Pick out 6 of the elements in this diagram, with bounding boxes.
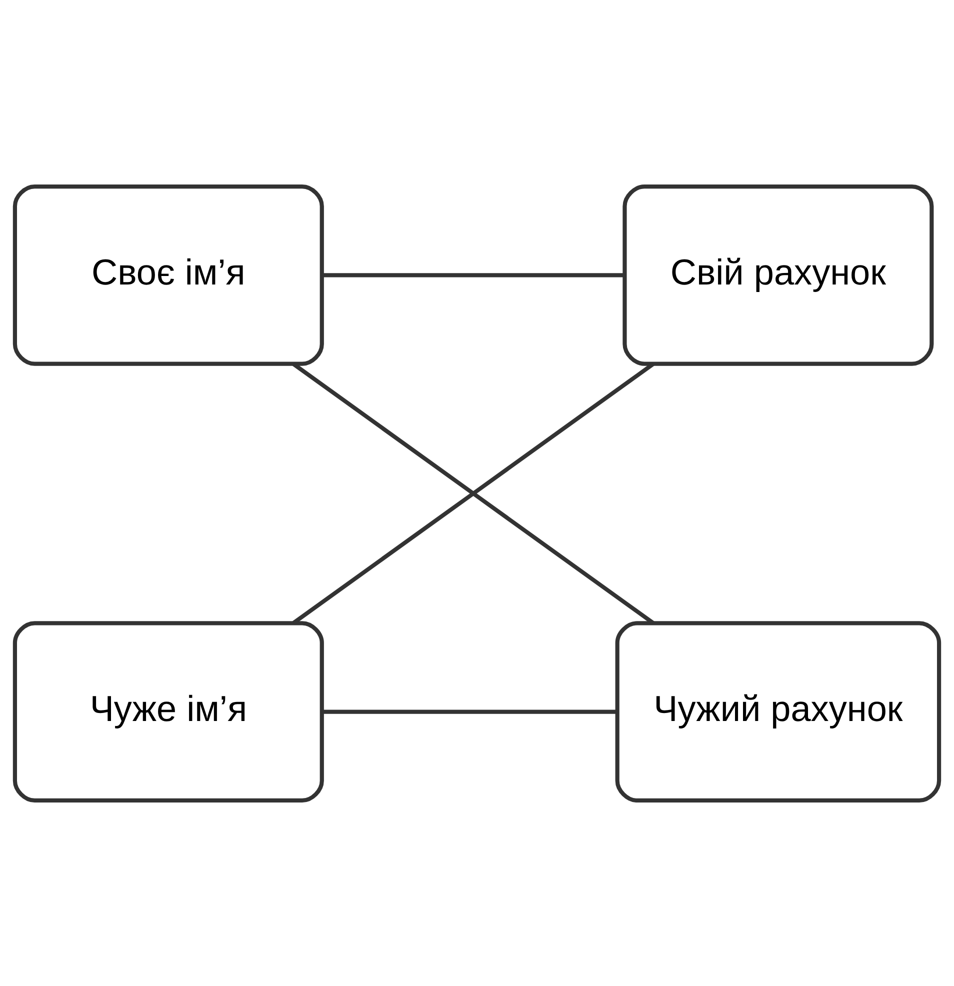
node-box: Чуже ім’я	[12, 620, 324, 802]
node-box: Чужий рахунок	[615, 620, 942, 802]
node-box: Своє ім’я	[12, 184, 324, 366]
connector	[322, 272, 624, 277]
connector	[322, 709, 617, 714]
node-box: Свій рахунок	[622, 184, 934, 366]
